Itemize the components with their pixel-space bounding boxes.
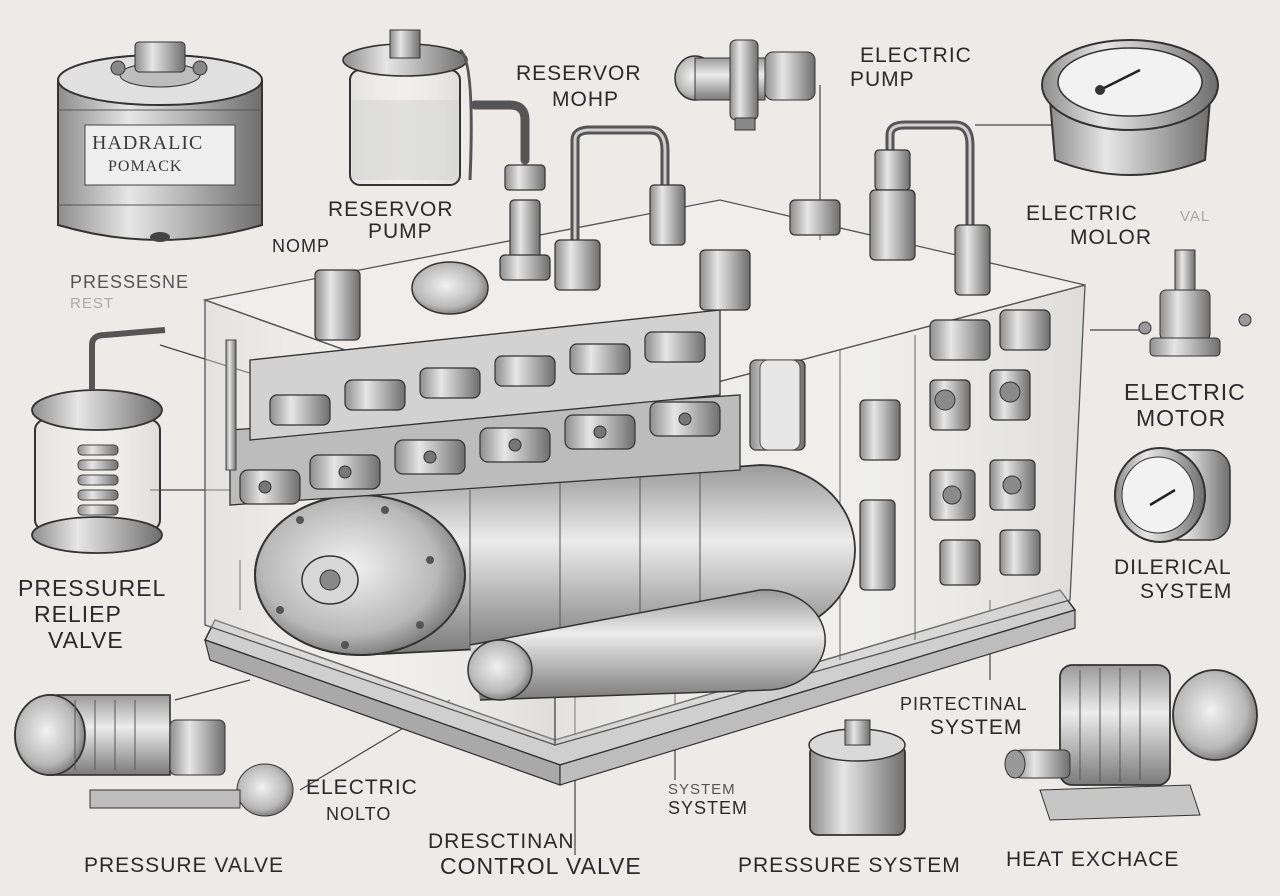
- label-pressure-relief-2: RELIEP: [34, 601, 122, 627]
- label-directional-control-2: CONTROL VALVE: [440, 853, 642, 879]
- main-hydraulic-unit: [202, 100, 1086, 786]
- label-pressure-system: PRESSURE SYSTEM: [738, 854, 961, 877]
- label-system-small-1: SYSTEM: [668, 781, 736, 798]
- pressure-system-drawing: [808, 719, 906, 836]
- electric-pump-drawing: [674, 39, 816, 131]
- label-electric-nolto-2: NOLTO: [326, 804, 392, 824]
- label-system-small-2: SYSTEM: [668, 798, 749, 818]
- label-heat-exchange: HEAT EXCHACE: [1006, 848, 1180, 871]
- label-reservoir-mohp-2: MOHP: [552, 88, 619, 111]
- pressure-gauge-drawing: [1041, 39, 1219, 176]
- label-nomp: NOMP: [272, 236, 330, 256]
- label-pressure-relief-1: PRESSUREL: [18, 575, 167, 601]
- label-pirtectinal-system-1: PIRTECTINAL: [900, 694, 1028, 714]
- label-electric-nolto-1: ELECTRIC: [306, 776, 418, 799]
- label-dilerical-system-1: DILERICAL: [1114, 556, 1232, 579]
- label-electric-motor-1: ELECTRIC: [1124, 379, 1246, 405]
- label-pressure-tank-1: PRESSESNE: [70, 272, 190, 292]
- label-electric-pump-1: ELECTRIC: [860, 44, 972, 67]
- electric-motor-valve-drawing: [1138, 249, 1252, 357]
- label-pirtectinal-system-2: SYSTEM: [930, 716, 1023, 739]
- label-directional-control-1: DRESCTINAN: [428, 830, 575, 853]
- label-electric-molor-2: MOLOR: [1070, 226, 1153, 249]
- label-electric-motor-2: MOTOR: [1136, 405, 1227, 431]
- tank-label-line2: POMACK: [108, 158, 183, 175]
- label-pressure-valve: PRESSURE VALVE: [84, 854, 284, 877]
- label-electric-pump-2: PUMP: [850, 68, 915, 91]
- label-pressure-tank-2: REST: [70, 295, 115, 312]
- relief-valve-drawing: [31, 327, 166, 554]
- heat-exchanger-drawing: [1004, 664, 1258, 821]
- label-electric-molor-fragment: VAL: [1180, 208, 1211, 225]
- label-reservor-pump-1: RESERVOR: [328, 198, 454, 221]
- dial-gauge-drawing: [1114, 447, 1231, 543]
- reservoir-drawing: [342, 29, 473, 186]
- label-electric-molor-1: ELECTRIC: [1026, 202, 1138, 225]
- label-reservor-pump-2: PUMP: [368, 220, 433, 243]
- electric-motor-drawing: [14, 694, 294, 817]
- tank-label-line1: HADRALIC: [92, 132, 204, 154]
- label-dilerical-system-2: SYSTEM: [1140, 580, 1233, 603]
- hydraulic-tank-drawing: [57, 41, 263, 242]
- label-reservoir-mohp-1: RESERVOR: [516, 62, 642, 85]
- label-pressure-relief-3: VALVE: [48, 627, 124, 653]
